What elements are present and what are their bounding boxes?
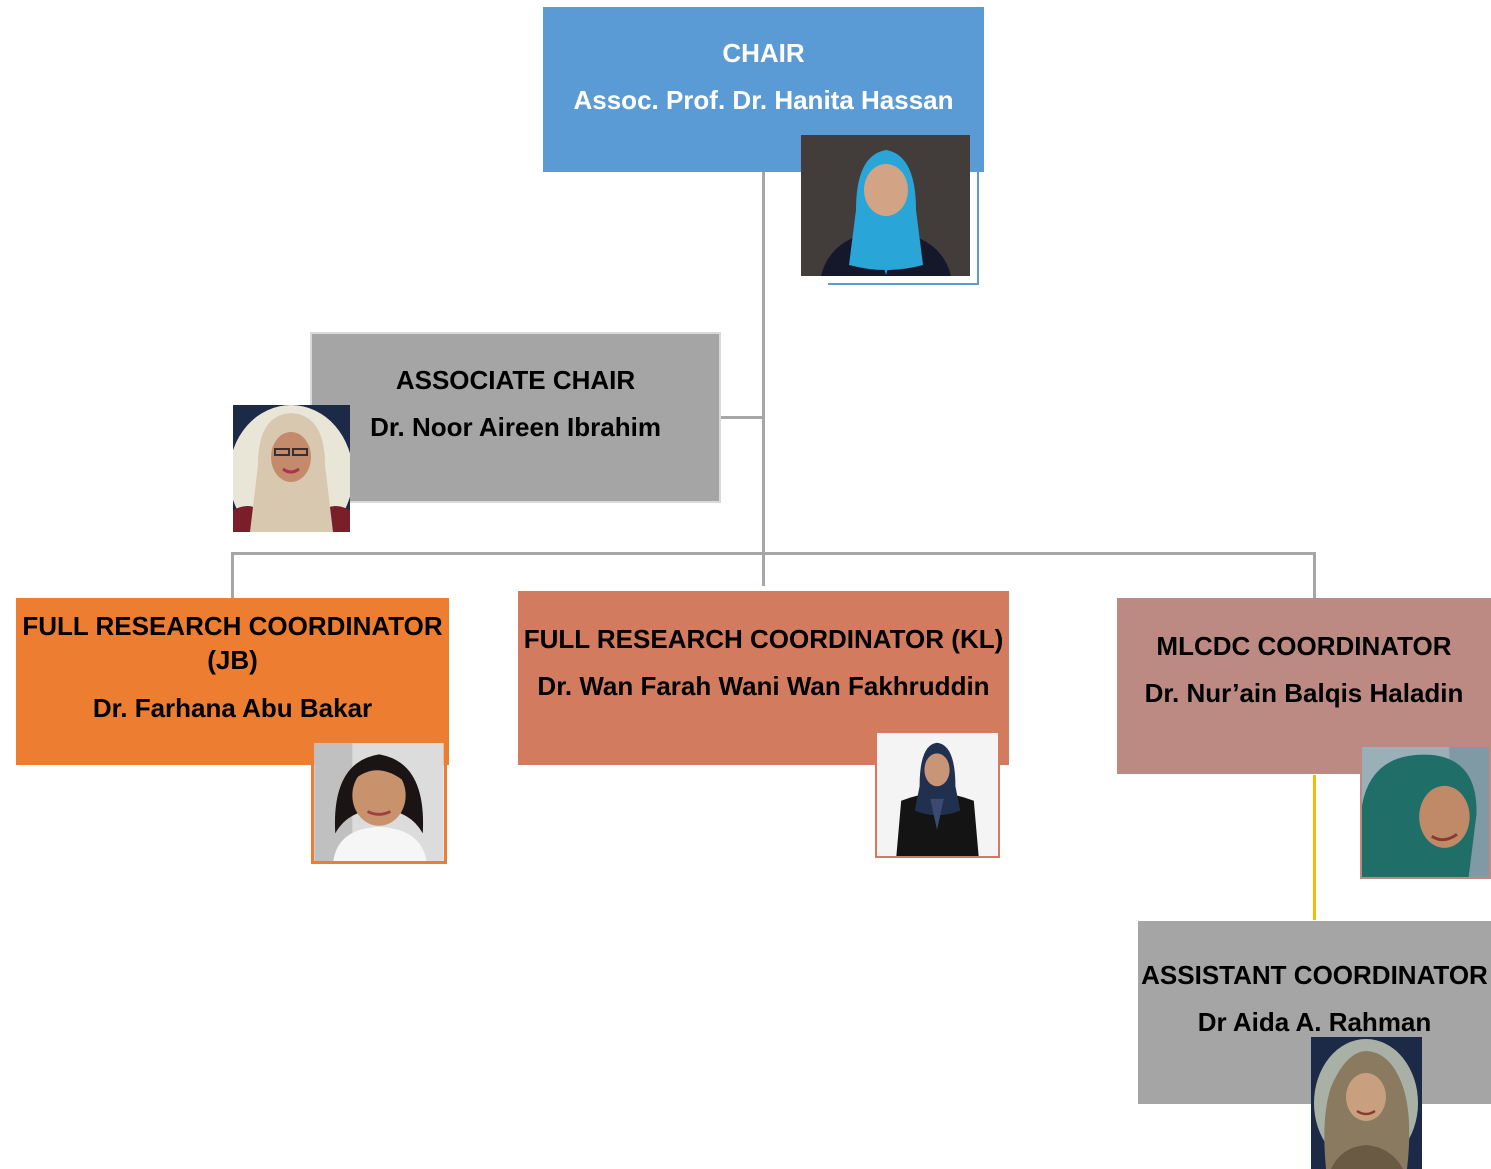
associate-chair-box: ASSOCIATE CHAIR Dr. Noor Aireen Ibrahim bbox=[310, 332, 721, 503]
connector-chair-trunk bbox=[762, 172, 765, 586]
person-photo-icon bbox=[314, 743, 444, 861]
mlcdc-coordinator-box: MLCDC COORDINATOR Dr. Nur’ain Balqis Hal… bbox=[1117, 598, 1491, 774]
person-photo-icon bbox=[1311, 1037, 1422, 1169]
coordinator-jb-name: Dr. Farhana Abu Bakar bbox=[92, 692, 373, 723]
connector-associate-branch bbox=[720, 416, 764, 419]
mlcdc-coordinator-name: Dr. Nur’ain Balqis Haladin bbox=[1144, 677, 1464, 708]
chair-name: Assoc. Prof. Dr. Hanita Hassan bbox=[573, 84, 954, 115]
assistant-coordinator-title: ASSISTANT COORDINATOR bbox=[1141, 960, 1488, 990]
associate-chair-photo bbox=[233, 405, 350, 532]
coordinator-kl-title: FULL RESEARCH COORDINATOR (KL) bbox=[523, 624, 1004, 654]
chair-photo bbox=[801, 135, 970, 276]
person-photo-icon bbox=[801, 135, 970, 276]
person-photo-icon bbox=[233, 405, 350, 532]
chair-box: CHAIR Assoc. Prof. Dr. Hanita Hassan bbox=[543, 7, 984, 172]
associate-chair-title: ASSOCIATE CHAIR bbox=[395, 365, 636, 395]
connector-horizontal-bus bbox=[231, 552, 1316, 555]
person-photo-icon bbox=[1362, 747, 1489, 877]
coordinator-kl-name: Dr. Wan Farah Wani Wan Fakhruddin bbox=[537, 670, 990, 701]
coordinator-jb-box: FULL RESEARCH COORDINATOR (JB) Dr. Farha… bbox=[16, 598, 449, 765]
mlcdc-coordinator-photo bbox=[1360, 745, 1491, 879]
connector-drop-jb bbox=[231, 552, 234, 598]
chair-photo-frame bbox=[828, 145, 979, 285]
chair-title: CHAIR bbox=[722, 38, 805, 68]
assistant-coordinator-photo bbox=[1311, 1037, 1422, 1169]
assistant-coordinator-name: Dr Aida A. Rahman bbox=[1197, 1006, 1432, 1037]
coordinator-jb-title: FULL RESEARCH COORDINATOR (JB) bbox=[22, 611, 443, 675]
coordinator-jb-photo bbox=[311, 740, 447, 864]
associate-chair-name: Dr. Noor Aireen Ibrahim bbox=[370, 411, 661, 442]
coordinator-kl-photo bbox=[875, 731, 1000, 858]
connector-drop-mlcdc bbox=[1313, 552, 1316, 598]
person-photo-icon bbox=[877, 733, 998, 856]
mlcdc-coordinator-title: MLCDC COORDINATOR bbox=[1156, 631, 1452, 661]
connector-mlcdc-assistant bbox=[1313, 775, 1316, 920]
